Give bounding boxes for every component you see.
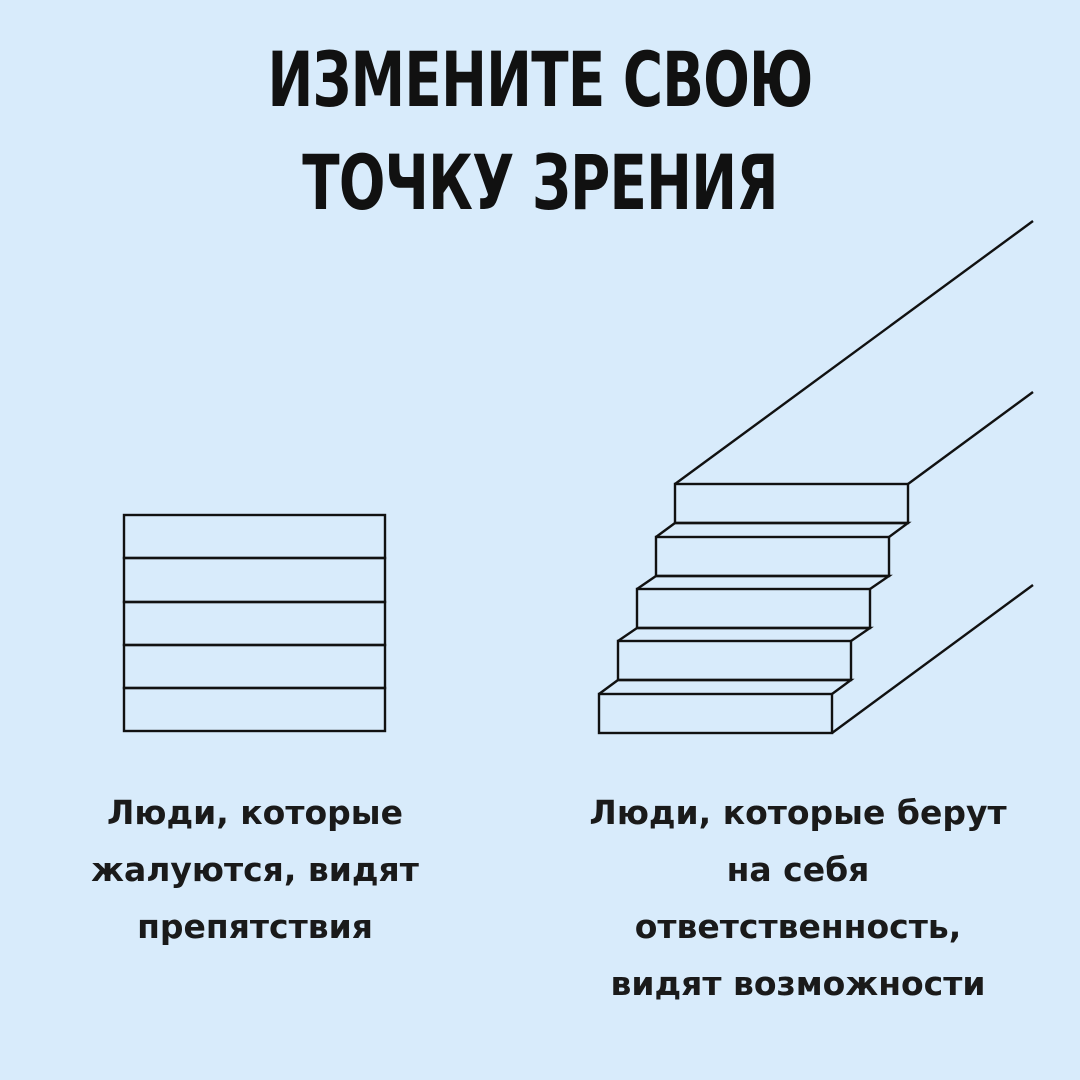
stairs-front-view	[122, 513, 387, 733]
perspective-step	[654, 535, 891, 578]
perspective-step	[616, 639, 853, 682]
perspective-edge-top-left	[674, 220, 1034, 485]
caption-left-line-2: жалуются, видят	[91, 850, 419, 889]
caption-left-line-1: Люди, которые	[106, 793, 403, 832]
perspective-edge-top-right	[907, 391, 1034, 485]
perspective-tread	[636, 574, 893, 590]
perspective-step	[597, 692, 834, 735]
caption-left-line-3: препятствия	[137, 907, 373, 946]
front-view-step	[122, 513, 387, 560]
caption-right-line-2: на себя	[726, 850, 870, 889]
perspective-step	[673, 482, 910, 525]
perspective-edge-bottom	[831, 584, 1034, 734]
caption-right-line-1: Люди, которые берут	[589, 793, 1007, 832]
perspective-tread	[598, 678, 855, 695]
title-line-2: ТОЧКУ ЗРЕНИЯ	[302, 138, 778, 227]
caption-complainers: Люди, которые жалуются, видят препятстви…	[20, 784, 490, 955]
stairs-perspective-view	[597, 220, 1034, 735]
front-view-step	[122, 556, 387, 604]
caption-responsible: Люди, которые берут на себя ответственно…	[548, 784, 1048, 1012]
perspective-tread	[655, 521, 912, 538]
caption-right-line-3: ответственность,	[634, 907, 962, 946]
perspective-tread	[617, 626, 874, 642]
front-view-step	[122, 600, 387, 647]
title-line-1: ИЗМЕНИТЕ СВОЮ	[267, 35, 813, 124]
perspective-step	[635, 587, 872, 630]
caption-right-line-4: видят возможности	[610, 964, 986, 1003]
front-view-step	[122, 643, 387, 690]
front-view-step	[122, 686, 387, 733]
